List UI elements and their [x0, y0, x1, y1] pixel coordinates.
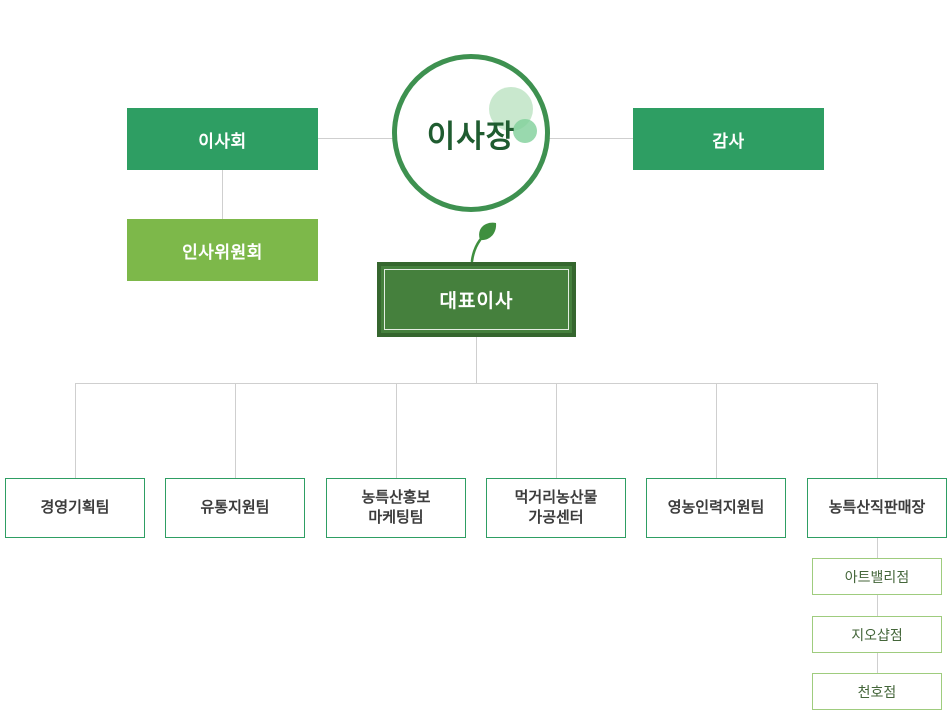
team-box-direct-sales-store: 농특산직판매장: [807, 478, 947, 538]
team-label: 먹거리농산물 가공센터: [514, 488, 598, 526]
branch-box-geo-shop: 지오샵점: [812, 616, 942, 653]
chairman-circle: 이사장: [392, 54, 550, 212]
branch-box-cheonho: 천호점: [812, 673, 942, 710]
ceo-box: 대표이사: [377, 262, 576, 337]
connector-store-branches: [877, 538, 878, 673]
auditor-box: 감사: [633, 108, 824, 170]
sprout-icon: [470, 222, 497, 262]
team-label: 농특산직판매장: [828, 498, 926, 516]
branch-label: 아트밸리점: [844, 568, 910, 585]
connector-team-drop-6: [877, 383, 878, 478]
team-box-food-processing-center: 먹거리농산물 가공센터: [486, 478, 626, 538]
connector-team-drop-4: [556, 383, 557, 478]
team-label: 농특산홍보 마케팅팀: [361, 488, 431, 526]
board-label: 이사회: [198, 131, 247, 151]
team-box-distribution-support: 유통지원팀: [165, 478, 305, 538]
personnel-committee-box: 인사위원회: [127, 219, 318, 281]
team-label: 영농인력지원팀: [667, 498, 765, 516]
connector-team-drop-2: [235, 383, 236, 478]
team-box-pr-marketing: 농특산홍보 마케팅팀: [326, 478, 466, 538]
chairman-label: 이사장: [426, 118, 516, 154]
connector-board-personnel: [222, 170, 223, 219]
team-label: 유통지원팀: [200, 498, 270, 516]
branch-label: 지오샵점: [851, 626, 903, 643]
branch-label: 천호점: [857, 683, 897, 700]
auditor-label: 감사: [712, 131, 745, 151]
board-box: 이사회: [127, 108, 318, 170]
team-box-management-planning: 경영기획팀: [5, 478, 145, 538]
accent-circle-small-icon: [513, 119, 537, 143]
connector-ceo-drop: [476, 337, 477, 383]
connector-team-drop-1: [75, 383, 76, 478]
ceo-label: 대표이사: [439, 291, 514, 312]
connector-team-drop-5: [716, 383, 717, 478]
personnel-committee-label: 인사위원회: [182, 242, 263, 262]
branch-box-art-valley: 아트밸리점: [812, 558, 942, 595]
team-label: 경영기획팀: [40, 498, 110, 516]
connector-team-drop-3: [396, 383, 397, 478]
team-box-farming-manpower: 영농인력지원팀: [646, 478, 786, 538]
connector-teams-rail: [75, 383, 877, 384]
